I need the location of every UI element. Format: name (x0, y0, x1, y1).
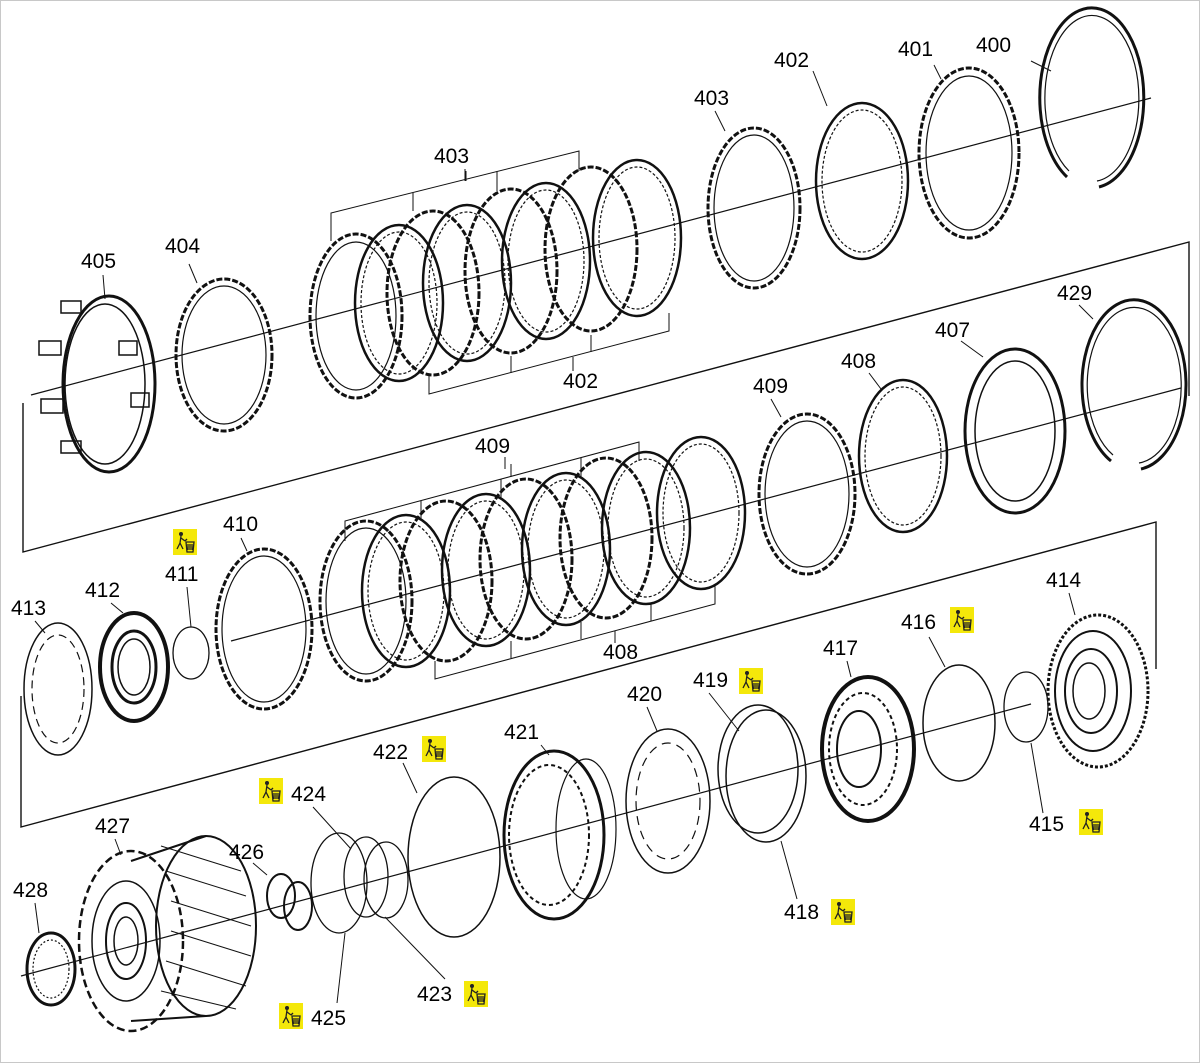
callout-409-b: 409 (475, 435, 510, 458)
callout-403-b: 403 (434, 145, 469, 168)
callout-411: 411 (165, 563, 198, 586)
part-409-plate (757, 412, 857, 576)
part-429-snap-ring (1080, 298, 1188, 471)
part-416-seal (922, 664, 996, 782)
part-417-piston (820, 675, 916, 823)
part-407-backing-plate (963, 347, 1067, 515)
clutch-pack-408-409 (318, 435, 747, 683)
callout-410: 410 (223, 513, 258, 536)
callout-401: 401 (898, 38, 933, 61)
callout-413: 413 (11, 597, 46, 620)
callout-427: 427 (95, 815, 130, 838)
part-401-plate (917, 66, 1021, 240)
row-boundary-frame (20, 241, 1190, 828)
callout-400: 400 (976, 34, 1011, 57)
part-421-piston-housing (502, 749, 617, 921)
callout-422: 422 (373, 741, 408, 764)
part-403-plate (706, 126, 802, 290)
clutch-pack-402-403 (308, 150, 683, 400)
part-402-plate (814, 101, 910, 261)
part-420-spring (625, 728, 711, 874)
callout-418: 418 (784, 901, 819, 924)
row-2-centerline (230, 387, 1182, 642)
part-418-seal (725, 709, 807, 843)
part-425-seal (310, 832, 368, 934)
callout-419: 419 (693, 669, 728, 692)
discard-icon-416 (949, 606, 975, 634)
discard-icon-415 (1078, 808, 1104, 836)
callout-leaders (34, 60, 1094, 1004)
row-3-parts (20, 613, 1150, 1033)
callout-425: 425 (311, 1007, 346, 1030)
part-408-plate (857, 378, 949, 534)
callout-402-b: 402 (563, 370, 598, 393)
callout-404: 404 (165, 235, 200, 258)
part-414-housing (1046, 613, 1150, 769)
part-400-snap-ring (1038, 6, 1146, 189)
part-426-bushing (266, 873, 296, 919)
callout-429: 429 (1057, 282, 1092, 305)
part-428-bearing (25, 931, 77, 1007)
callout-420: 420 (627, 683, 662, 706)
part-412-piston (98, 611, 170, 723)
discard-icon-419 (738, 667, 764, 695)
discard-icon-425 (278, 1002, 304, 1030)
callout-408-a: 408 (841, 350, 876, 373)
part-422-seal (407, 776, 501, 938)
callout-408-b: 408 (603, 641, 638, 664)
discard-icon-423 (463, 980, 489, 1008)
row-1-centerline (30, 97, 1152, 396)
discard-icon-422 (421, 735, 447, 763)
callout-405: 405 (81, 250, 116, 273)
callout-428: 428 (13, 879, 48, 902)
callout-407: 407 (935, 319, 970, 342)
part-405-basket (38, 294, 157, 474)
discard-icon-424 (258, 777, 284, 805)
callout-403-a: 403 (694, 87, 729, 110)
row-2-parts (23, 298, 1188, 756)
part-411-seal (172, 626, 210, 680)
part-427-clutch-housing (77, 835, 257, 1033)
callout-412: 412 (85, 579, 120, 602)
part-415-seal (1003, 671, 1049, 743)
callout-labels: 400 401 402 403 403 402 404 405 429 407 … (11, 34, 1092, 1030)
callout-409-a: 409 (753, 375, 788, 398)
part-419-seal (717, 704, 799, 834)
part-410-plate (214, 547, 314, 711)
callout-421: 421 (504, 721, 539, 744)
part-423-seal (363, 841, 409, 919)
discard-icon-411 (172, 528, 198, 556)
callout-423: 423 (417, 983, 452, 1006)
callout-417: 417 (823, 637, 858, 660)
callout-402-a: 402 (774, 49, 809, 72)
callout-426: 426 (229, 841, 264, 864)
callout-424: 424 (291, 783, 326, 806)
row-3-centerline (20, 703, 1032, 977)
row-1-parts (30, 6, 1152, 474)
callout-414: 414 (1046, 569, 1081, 592)
callout-415: 415 (1029, 813, 1064, 836)
callout-416: 416 (901, 611, 936, 634)
part-404-plate (174, 277, 274, 433)
part-413-spring (23, 622, 93, 756)
discard-icon-418 (830, 898, 856, 926)
part-424-seal (343, 836, 389, 918)
